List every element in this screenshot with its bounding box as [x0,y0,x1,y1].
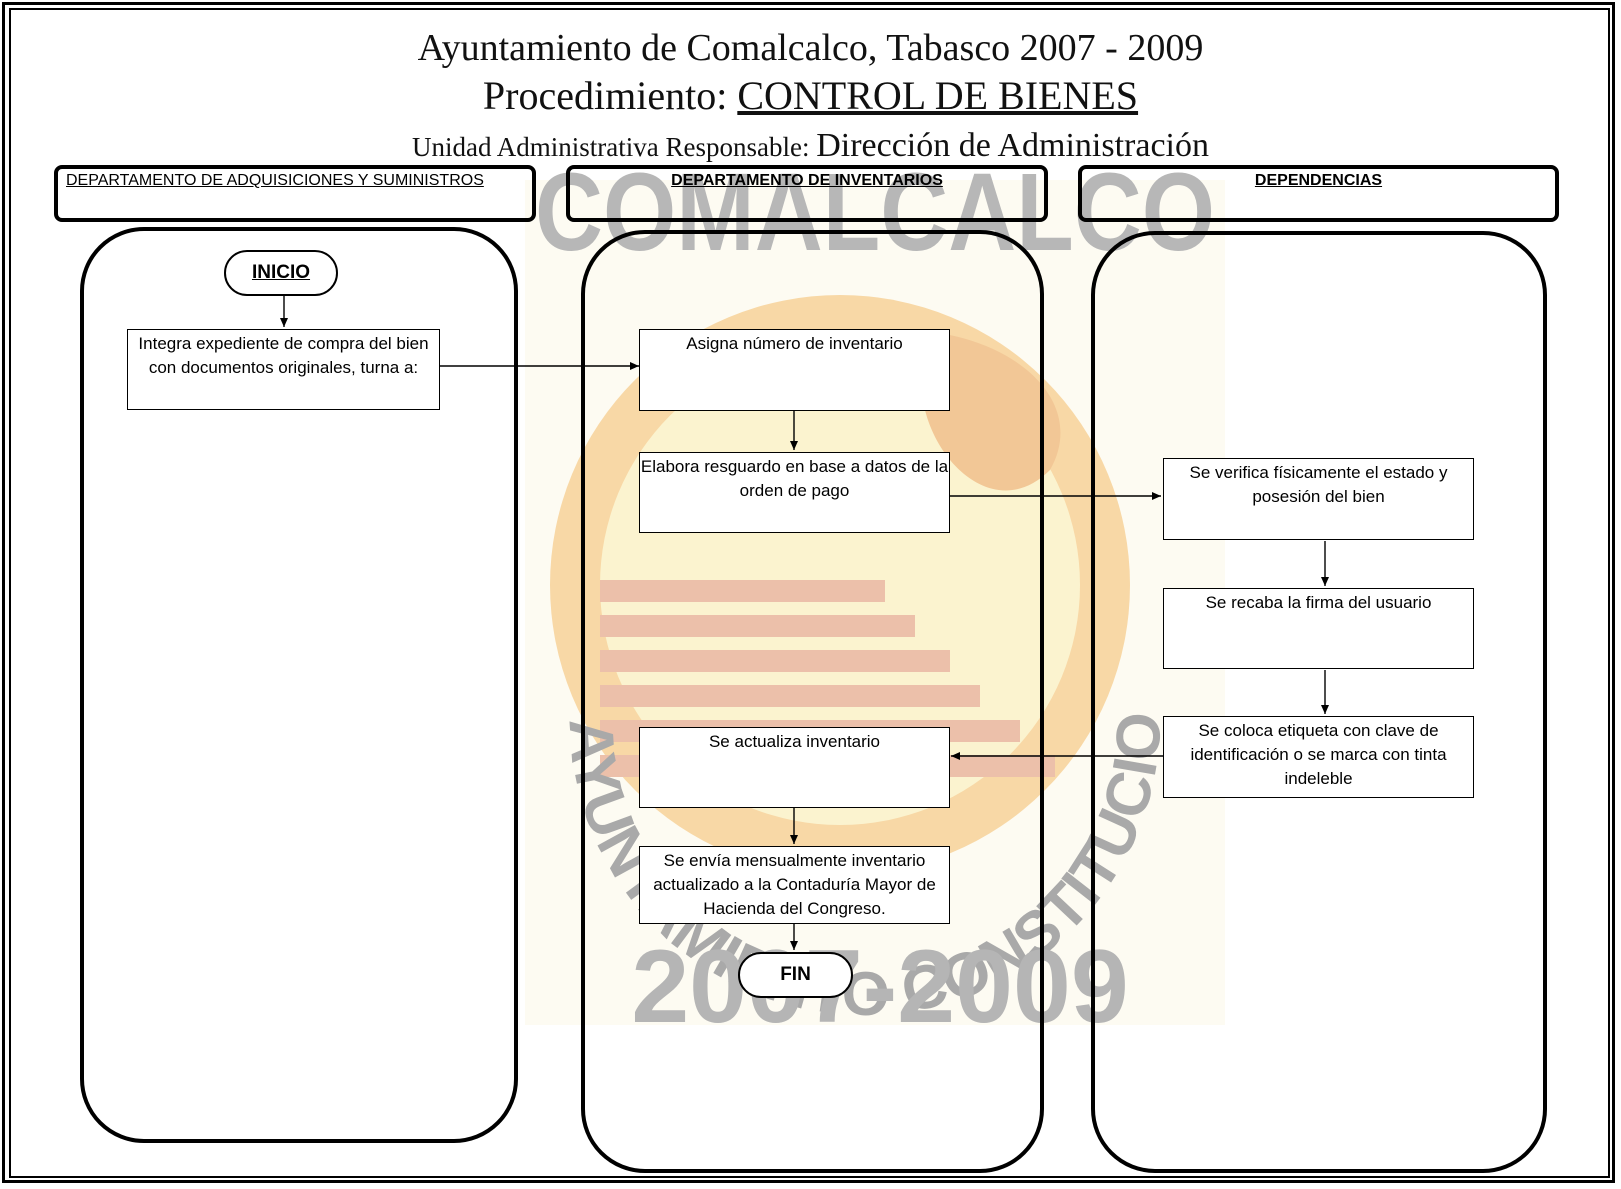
watermark-year-text: 2007-2009 [631,929,1128,1045]
procedure-title: CONTROL DE BIENES [737,73,1139,118]
header-line1: Ayuntamiento de Comalcalco, Tabasco 2007… [417,27,1204,69]
step-verifica-bien: Se verifica físicamente el estado y pose… [1163,458,1474,540]
step-recaba-firma: Se recaba la firma del usuario [1163,588,1474,669]
lane-adquisiciones [80,227,518,1143]
header-line3: Unidad Administrativa Responsable: Direc… [0,127,1621,165]
lane-dependencias [1091,231,1547,1173]
lane-header-dependencias: DEPENDENCIAS [1078,165,1559,222]
step-integra-expediente: Integra expediente de compra del bien co… [127,329,440,410]
header-line2: Procedimiento: CONTROL DE BIENES [0,72,1621,119]
step-elabora-resguardo: Elabora resguardo en base a datos de la … [639,452,950,533]
lane-header-adquisiciones: DEPARTAMENTO DE ADQUISICIONES Y SUMINIST… [54,165,536,222]
watermark-top-text: COMALCALCO [535,151,1215,274]
lane-inventarios [581,230,1044,1173]
lane-label-adquisiciones: DEPARTAMENTO DE ADQUISICIONES Y SUMINIST… [66,172,484,189]
procedure-prefix: Procedimiento: [482,73,738,118]
step-asigna-numero: Asigna número de inventario [639,329,950,411]
responsible-prefix: Unidad Administrativa Responsable: [412,132,817,162]
step-coloca-etiqueta: Se coloca etiqueta con clave de identifi… [1163,716,1474,798]
step-actualiza-inventario: Se actualiza inventario [639,727,950,808]
end-terminal: FIN [738,952,853,998]
responsible-unit: Dirección de Administración [816,127,1209,164]
start-terminal: INICIO [224,250,338,296]
lane-label-dependencias: DEPENDENCIAS [1254,172,1383,189]
page-border-inner [9,8,1610,1178]
lane-header-inventarios: DEPARTAMENTO DE INVENTARIOS [566,165,1048,222]
lane-label-inventarios: DEPARTAMENTO DE INVENTARIOS [671,172,943,189]
step-envia-inventario: Se envía mensualmente inventario actuali… [639,846,950,924]
